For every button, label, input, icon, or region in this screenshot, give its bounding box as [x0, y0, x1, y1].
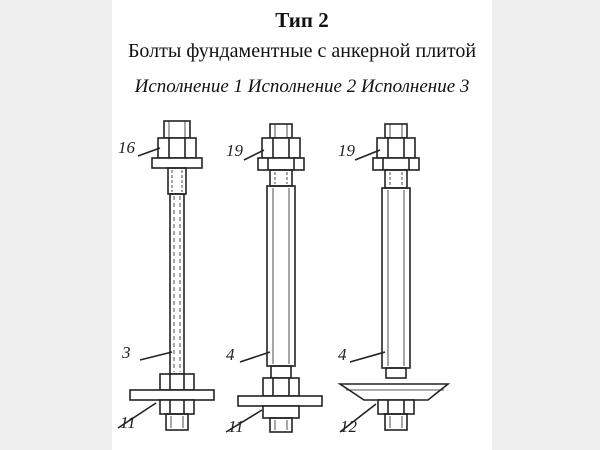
v2-lower-thread — [270, 365, 292, 379]
callout-v3-rod: 4 — [338, 345, 347, 364]
v1-leader-nut — [137, 147, 161, 157]
v3-upper-thread — [384, 169, 408, 189]
v3-leader-nut — [354, 149, 381, 161]
v1-upper-thread — [167, 167, 187, 195]
variants-line: Исполнение 1 Исполнение 2 Исполнение 3 — [134, 76, 470, 97]
type-title: Тип 2 — [275, 8, 329, 32]
v2-lower-nut — [262, 405, 300, 419]
v1-lower-nut — [159, 399, 195, 415]
v2-thread-bottom — [269, 417, 293, 433]
callout-v3-nut: 19 — [338, 141, 356, 160]
v2-leader-nut — [243, 149, 265, 161]
v1-leader-rod — [139, 351, 173, 361]
callout-v2-rod: 4 — [226, 345, 235, 364]
callout-v1-rod: 3 — [121, 343, 131, 362]
callout-v1-nut: 16 — [118, 138, 136, 157]
variant-3-bolt — [337, 123, 451, 433]
v3-leader-rod — [349, 351, 386, 363]
v3-leader-plate — [339, 403, 377, 433]
v1-leader-plate — [117, 402, 157, 429]
v1-bottom-nut — [159, 373, 195, 391]
v2-upper-thread — [269, 169, 293, 187]
v3-lower-nut — [377, 399, 415, 415]
variant-2-bolt — [225, 123, 323, 433]
v1-anchor-plate — [129, 389, 215, 401]
v2-sleeve — [266, 185, 296, 367]
callout-v2-nut: 19 — [226, 141, 244, 160]
v1-thread-top — [163, 120, 191, 139]
variant-1-bolt — [117, 120, 215, 431]
callout-v3-plate: 12 — [340, 417, 358, 436]
v2-leader-plate — [225, 409, 263, 433]
v1-washer — [151, 157, 203, 169]
v1-top-nut — [157, 137, 197, 159]
v3-lower-thread — [385, 367, 407, 379]
v2-leader-rod — [239, 351, 271, 363]
v3-thread-bottom — [384, 413, 408, 431]
v1-thread-bottom — [165, 413, 189, 431]
v3-sleeve — [381, 187, 411, 369]
callout-v2-plate: 11 — [228, 417, 244, 436]
subtitle: Болты фундаментные с анкерной плитой — [127, 40, 477, 62]
v3-thread-top — [384, 123, 408, 139]
v2-thread-top — [269, 123, 293, 139]
v3-top-nut — [376, 137, 416, 159]
v2-washer — [257, 157, 305, 171]
v2-anchor-plate — [237, 395, 323, 407]
v2-bottom-nut — [262, 377, 300, 397]
v1-rod — [169, 193, 185, 375]
v3-anchor-plate — [337, 383, 451, 401]
callout-v1-plate: 11 — [120, 413, 136, 432]
v3-washer — [372, 157, 420, 171]
v2-top-nut — [261, 137, 301, 159]
